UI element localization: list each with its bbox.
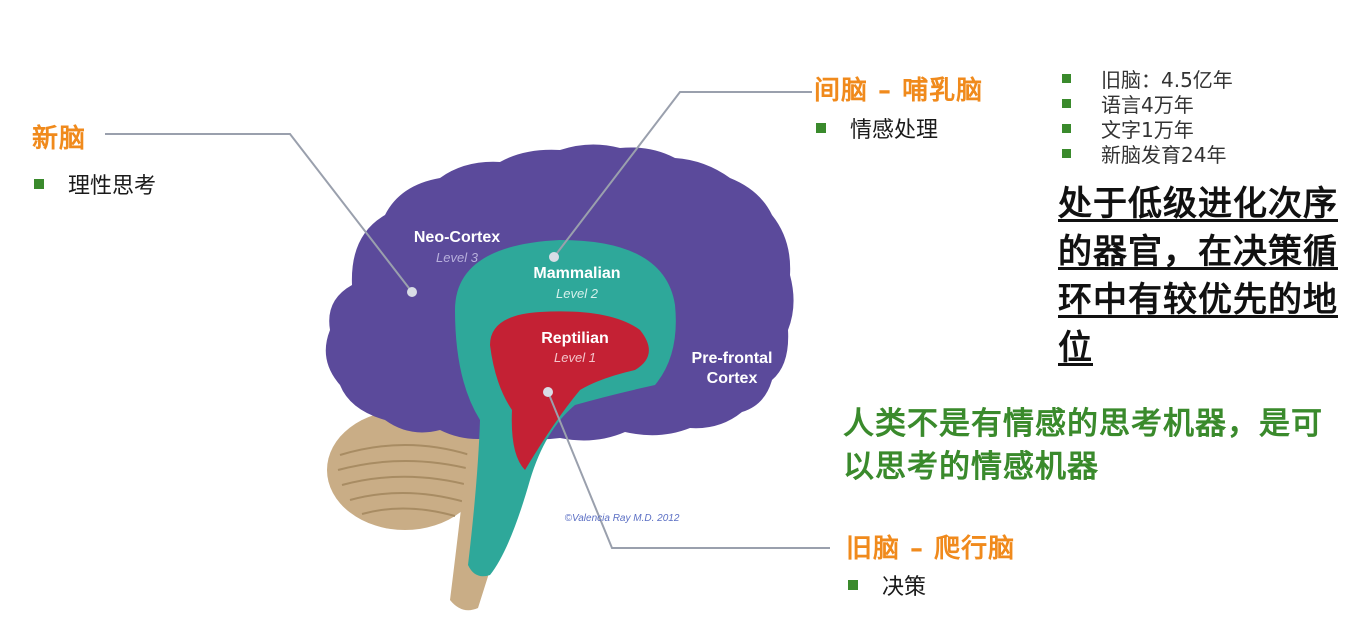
bullet-square-icon [1062, 149, 1071, 158]
limbic-bullet-text: 情感处理 [850, 118, 939, 143]
evolution-facts-list: 旧脑：4.5亿年 语言4万年 文字1万年 新脑发育24年 [1062, 66, 1233, 167]
bullet-square-icon [1062, 124, 1071, 133]
neo-bullet-text: 理性思考 [68, 174, 157, 199]
prefrontal-label-1: Pre-frontal [692, 350, 773, 367]
emotion-machine-quote: 人类不是有情感的思考机器，是可以思考的情感机器 [843, 406, 1323, 485]
cerebellum [327, 410, 483, 530]
leader-dot-limbic [549, 252, 559, 262]
reptilian-level-label: Level 1 [554, 350, 596, 365]
reptilian-region [490, 311, 649, 470]
leader-lines [105, 91, 830, 549]
old-bullet: 决策 [848, 569, 926, 601]
limbic-bullet: 情感处理 [816, 112, 938, 144]
old-bullet-text: 决策 [882, 575, 927, 600]
bullet-square-icon [848, 580, 858, 590]
bullet-square-icon [816, 123, 826, 133]
mammalian-label: Mammalian [533, 265, 620, 282]
mammalian-level-label: Level 2 [556, 286, 599, 301]
leader-dot-neo [407, 287, 417, 297]
limbic-title: 间脑 – 哺乳脑 [814, 76, 984, 106]
copyright-label: ©Valencia Ray M.D. 2012 [565, 513, 680, 524]
bullet-square-icon [1062, 74, 1071, 83]
old-title: 旧脑 – 爬行脑 [846, 534, 1016, 564]
fact-item: 文字1万年 [1062, 116, 1233, 142]
bullet-square-icon [1062, 99, 1071, 108]
leader-dot-old [543, 387, 553, 397]
reptilian-label: Reptilian [541, 330, 609, 347]
neo-title: 新脑 [32, 124, 87, 154]
fact-item: 旧脑：4.5亿年 [1062, 66, 1233, 92]
fact-item: 语言4万年 [1062, 91, 1233, 117]
neo-level-label: Level 3 [436, 250, 479, 265]
neo-cortex-label: Neo-Cortex [414, 229, 500, 246]
evolution-priority-note: 处于低级进化次序的器官，在决策循环中有较优先的地位 [1058, 184, 1338, 368]
bullet-square-icon [34, 179, 44, 189]
prefrontal-label-2: Cortex [707, 370, 758, 387]
neo-bullet: 理性思考 [34, 168, 156, 200]
fact-item: 新脑发育24年 [1062, 141, 1233, 167]
